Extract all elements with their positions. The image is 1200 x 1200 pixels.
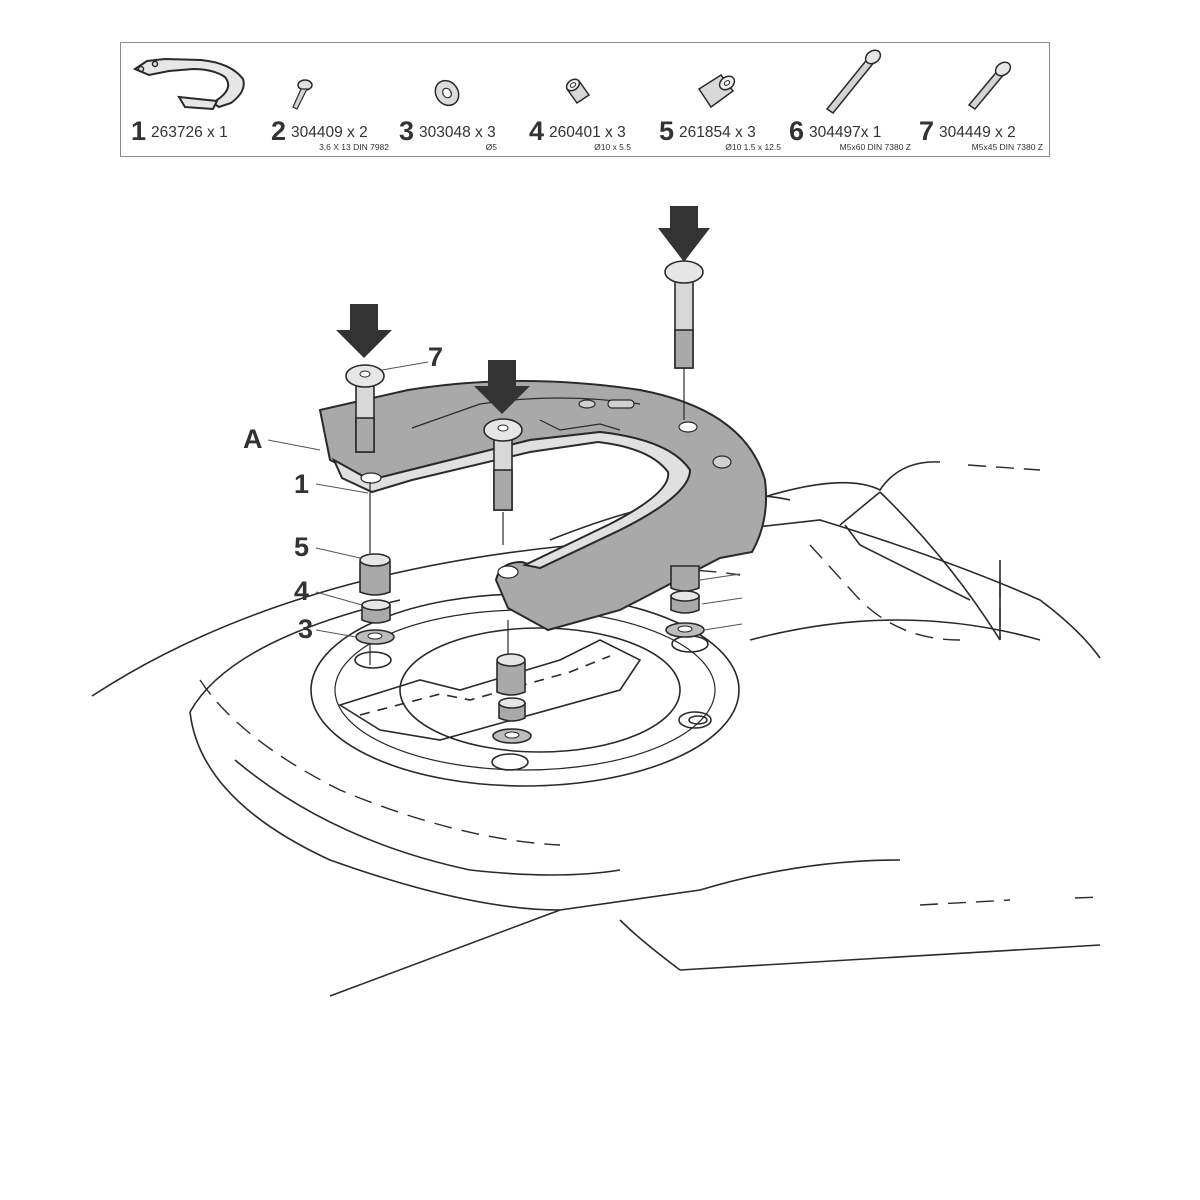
callout-1: 1 [294, 469, 309, 499]
part-code: 304449 x 2 [939, 124, 1016, 141]
bolts [345, 260, 704, 511]
part-7: 7 304449 x 2 M5x45 DIN 7380 Z [909, 43, 1049, 158]
part-spec: Ø10 x 5.5 [594, 142, 631, 152]
part-code: 303048 x 3 [419, 124, 496, 141]
spacer-washer-stacks [355, 553, 705, 744]
long-spacer-icon [697, 73, 736, 109]
parts-list-box: 1 263726 x 1 2 304409 x 2 3,6 X 13 DIN 7… [120, 42, 1050, 157]
part-spec: M5x45 DIN 7380 Z [971, 142, 1043, 152]
part-code: 261854 x 3 [679, 124, 756, 141]
medium-bolt-icon [967, 61, 1012, 110]
callout-4: 4 [294, 576, 309, 606]
part-4: 4 260401 x 3 Ø10 x 5.5 [519, 43, 649, 158]
bracket-ring-icon [132, 57, 245, 111]
screw-icon [292, 79, 313, 110]
assembly-diagram: A 1 5 4 3 7 [91, 206, 1101, 997]
part-number: 7 [919, 116, 935, 146]
callout-a: A [243, 424, 263, 454]
part-1: 1 263726 x 1 [121, 43, 261, 158]
part-number: 6 [789, 116, 805, 146]
part-code: 304497x 1 [809, 124, 882, 141]
part-spec: 3,6 X 13 DIN 7982 [319, 142, 389, 152]
part-code: 263726 x 1 [151, 124, 228, 141]
part-3: 3 303048 x 3 Ø5 [389, 43, 519, 158]
part-number: 5 [659, 116, 675, 146]
part-number: 1 [131, 116, 147, 146]
motorcycle-outline [91, 461, 1101, 997]
part-spec: M5x60 DIN 7380 Z [839, 142, 911, 152]
part-6: 6 304497x 1 M5x60 DIN 7380 Z [779, 43, 911, 158]
down-arrow-icon [658, 206, 710, 262]
part-number: 3 [399, 116, 415, 146]
down-arrows [336, 206, 710, 414]
down-arrow-icon [474, 360, 530, 414]
callout-5: 5 [294, 532, 309, 562]
callout-3: 3 [298, 614, 313, 644]
part-spec: Ø5 [485, 142, 497, 152]
part-2: 2 304409 x 2 3,6 X 13 DIN 7982 [261, 43, 391, 158]
leader-lines [267, 361, 743, 638]
long-bolt-icon [825, 49, 882, 115]
part-code: 260401 x 3 [549, 124, 626, 141]
callout-7: 7 [428, 342, 443, 372]
tank-ring-bracket [318, 380, 768, 632]
part-spec: Ø10 1.5 x 12.5 [725, 142, 781, 152]
washer-icon [434, 79, 460, 107]
down-arrow-icon [336, 304, 392, 358]
part-code: 304409 x 2 [291, 124, 368, 141]
part-number: 4 [529, 116, 545, 146]
part-5: 5 261854 x 3 Ø10 1.5 x 12.5 [649, 43, 781, 158]
short-spacer-icon [565, 78, 591, 105]
part-number: 2 [271, 116, 287, 146]
